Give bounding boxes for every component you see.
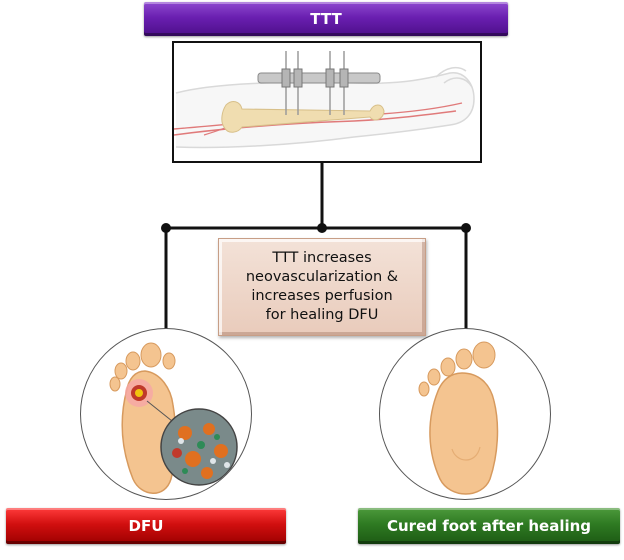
dfu-banner: DFU <box>6 508 286 544</box>
ttt-title-banner: TTT <box>144 2 508 36</box>
diabetic-foot-ulcer-illustration <box>109 342 238 494</box>
mechanism-description-box: TTT increases neovascularization & incre… <box>218 238 426 336</box>
cured-foot-label: Cured foot after healing <box>386 517 592 535</box>
dfu-label: DFU <box>128 517 164 535</box>
healed-foot-illustration <box>418 341 499 495</box>
mechanism-description-text: TTT increases neovascularization & incre… <box>245 250 399 323</box>
arm-fixator-panel <box>172 41 482 163</box>
cured-foot-banner: Cured foot after healing <box>358 508 620 544</box>
ttt-title-label: TTT <box>310 10 342 28</box>
arm-with-external-fixator-illustration <box>174 51 475 149</box>
dfu-foot-circle <box>80 328 252 500</box>
cured-foot-circle <box>379 328 551 500</box>
